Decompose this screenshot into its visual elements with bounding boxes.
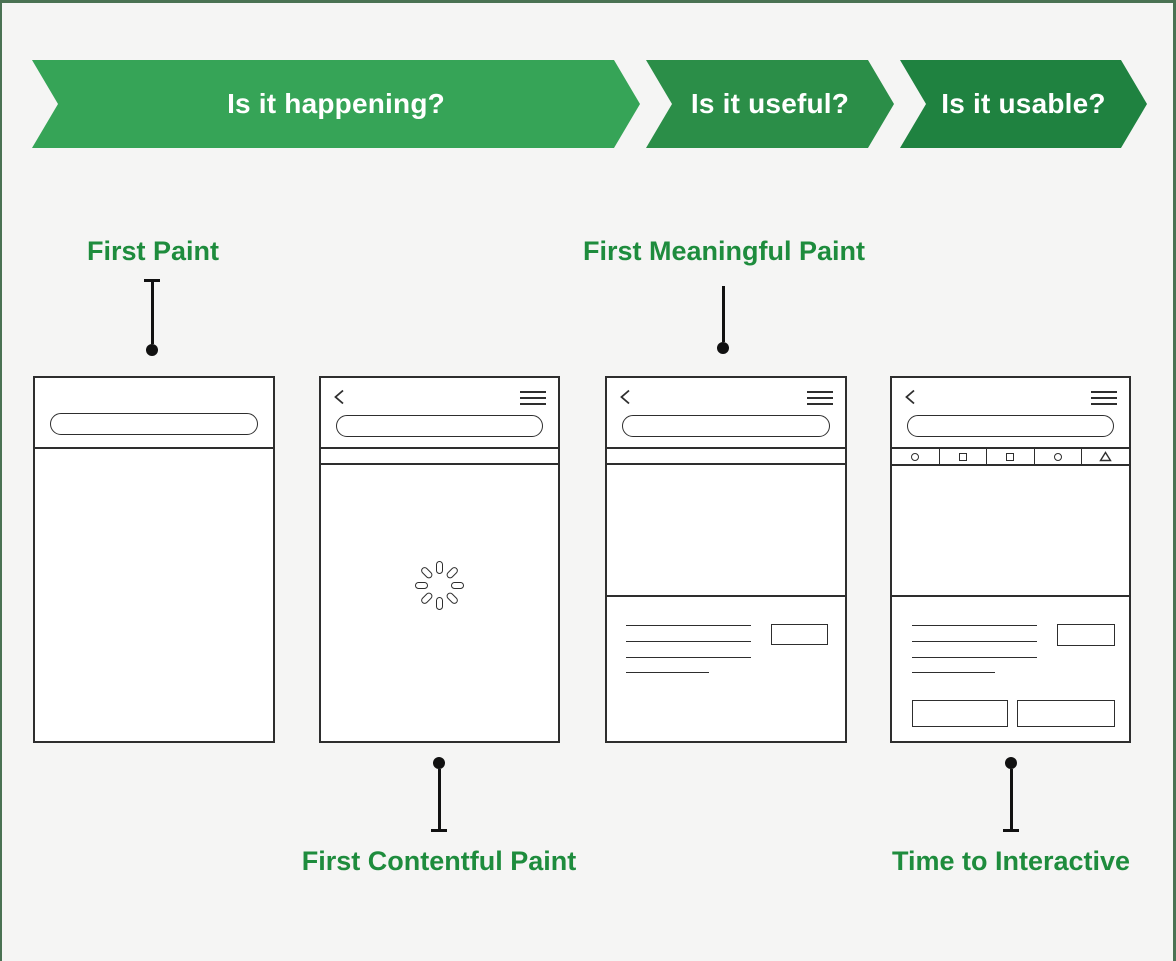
banner-step-is-it-usable: Is it usable? (900, 60, 1147, 148)
text-placeholder-line (912, 672, 995, 673)
back-chevron-icon (619, 389, 631, 405)
toolbar-cell (892, 449, 940, 464)
button-placeholder (912, 700, 1008, 727)
connector-dot (433, 757, 445, 769)
hero-image-divider (891, 595, 1130, 597)
connector-line (437, 769, 441, 829)
text-placeholder-line (626, 625, 751, 626)
phone-mockup-first-meaningful-paint (605, 376, 847, 743)
first-paint-label: First Paint (86, 236, 220, 266)
connector-line (150, 282, 154, 344)
browser-header (892, 378, 1129, 449)
connector-cap (144, 279, 160, 282)
connector-line (721, 286, 725, 342)
text-placeholder-line (626, 672, 709, 673)
toolbar-cell (1082, 449, 1129, 464)
connector-dot (717, 342, 729, 354)
url-bar (336, 415, 543, 437)
connector-dot (146, 344, 158, 356)
phone-mockup-time-to-interactive (890, 376, 1131, 743)
circle-icon (911, 452, 920, 461)
text-placeholder-line (626, 641, 751, 642)
first-meaningful-paint-label: First Meaningful Paint (582, 236, 865, 266)
empty-toolbar-band (321, 449, 558, 465)
text-placeholder-line (912, 657, 1037, 658)
connector-cap (1003, 829, 1019, 832)
connector-line (1009, 769, 1013, 829)
first-paint-connector (141, 279, 163, 356)
toolbar-cell (1035, 449, 1083, 464)
circle-icon (1054, 452, 1063, 461)
banner-step-label: Is it useful? (690, 88, 850, 119)
url-bar (50, 413, 258, 435)
square-icon (958, 452, 967, 461)
banner-step-is-it-useful: Is it useful? (646, 60, 894, 148)
hero-image-divider (606, 595, 846, 597)
browser-header (607, 378, 845, 449)
browser-header (35, 378, 273, 449)
back-chevron-icon (333, 389, 345, 405)
triangle-icon (1099, 451, 1112, 462)
toolbar-cell (987, 449, 1035, 464)
time-to-interactive-connector (1000, 757, 1022, 832)
connector-dot (1005, 757, 1017, 769)
square-icon (1006, 452, 1015, 461)
banner-step-is-it-happening: Is it happening? (32, 60, 640, 148)
first-contentful-paint-connector (428, 757, 450, 832)
banner-step-label: Is it usable? (941, 88, 1106, 119)
hamburger-menu-icon (807, 391, 833, 409)
empty-toolbar-band (607, 449, 845, 465)
first-contentful-paint-label: First Contentful Paint (301, 846, 577, 876)
banner-step-label: Is it happening? (227, 88, 445, 119)
icon-toolbar (892, 449, 1129, 466)
toolbar-cell (940, 449, 988, 464)
text-placeholder-line (912, 641, 1037, 642)
url-bar (907, 415, 1114, 437)
back-chevron-icon (904, 389, 916, 405)
button-placeholder (1017, 700, 1115, 727)
browser-header (321, 378, 558, 449)
connector-cap (431, 829, 447, 832)
phone-mockup-first-contentful-paint (319, 376, 560, 743)
url-bar (622, 415, 830, 437)
button-placeholder (771, 624, 828, 645)
hamburger-menu-icon (1091, 391, 1117, 409)
hamburger-menu-icon (520, 391, 546, 409)
phone-mockup-first-paint (33, 376, 275, 743)
text-placeholder-line (626, 657, 751, 658)
button-placeholder (1057, 624, 1115, 646)
text-placeholder-line (912, 625, 1037, 626)
time-to-interactive-label: Time to Interactive (891, 846, 1131, 876)
first-meaningful-paint-connector (712, 286, 734, 354)
